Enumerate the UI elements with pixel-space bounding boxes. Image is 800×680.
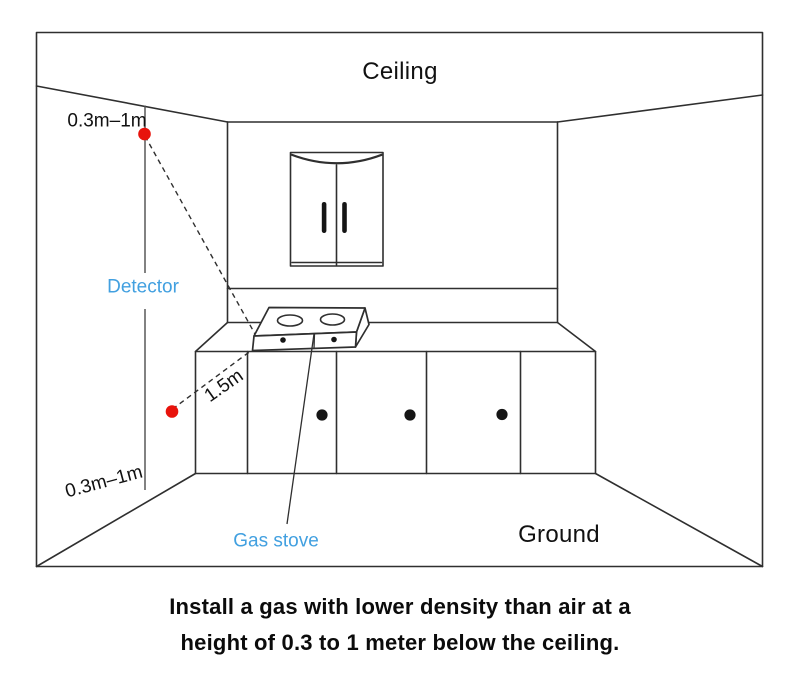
- counter-front-face: [194, 350, 597, 475]
- wall-cabinet-handle-left: [321, 202, 327, 233]
- dashed-line-lower-detector-to-stove: [172, 349, 253, 410]
- ground-label: Ground: [518, 521, 600, 548]
- stove-knob-left: [280, 337, 286, 343]
- gas-stove-pointer-line: [286, 333, 315, 525]
- cabinet-knob-2: [404, 409, 416, 421]
- wall-cabinet-top-arc: [290, 153, 383, 165]
- ceiling-edge-right: [556, 94, 764, 123]
- caption-line2: height of 0.3 to 1 meter below the ceili…: [180, 630, 620, 655]
- detector-dot-upper: [138, 127, 151, 141]
- stove-burner-left: [276, 314, 304, 327]
- ceiling-edge-left: [35, 85, 229, 123]
- base-cabinets: [194, 287, 597, 475]
- dashed-line-upper-detector-to-stove: [144, 135, 256, 335]
- gas-stove: [251, 306, 370, 352]
- floor-edge-left: [35, 472, 197, 568]
- caption: Install a gas with lower density than ai…: [0, 589, 800, 661]
- stove-front-divider: [313, 333, 316, 349]
- stove-burner-right: [319, 313, 346, 326]
- cabinet-knob-1: [316, 409, 328, 421]
- wall-cabinet-body: [289, 151, 384, 267]
- stove-front-face: [251, 331, 358, 352]
- ceiling-label: Ceiling: [362, 58, 438, 85]
- floor-edge-right: [594, 472, 764, 568]
- counter-top-left-edge: [194, 321, 229, 353]
- cabinet-knob-3: [496, 408, 508, 421]
- stove-knob-right: [331, 336, 337, 343]
- counter-top-right-edge: [556, 321, 597, 353]
- wall-cabinet: [289, 151, 384, 267]
- ceiling-distance-label-top: 0.3m–1m: [67, 110, 147, 132]
- room-outline: [35, 31, 764, 568]
- detector-label: Detector: [107, 276, 179, 298]
- caption-line1: Install a gas with lower density than ai…: [169, 594, 631, 619]
- wall-cabinet-handle-right: [342, 202, 347, 233]
- gas-stove-label: Gas stove: [233, 530, 319, 552]
- detector-dot-lower: [165, 405, 179, 418]
